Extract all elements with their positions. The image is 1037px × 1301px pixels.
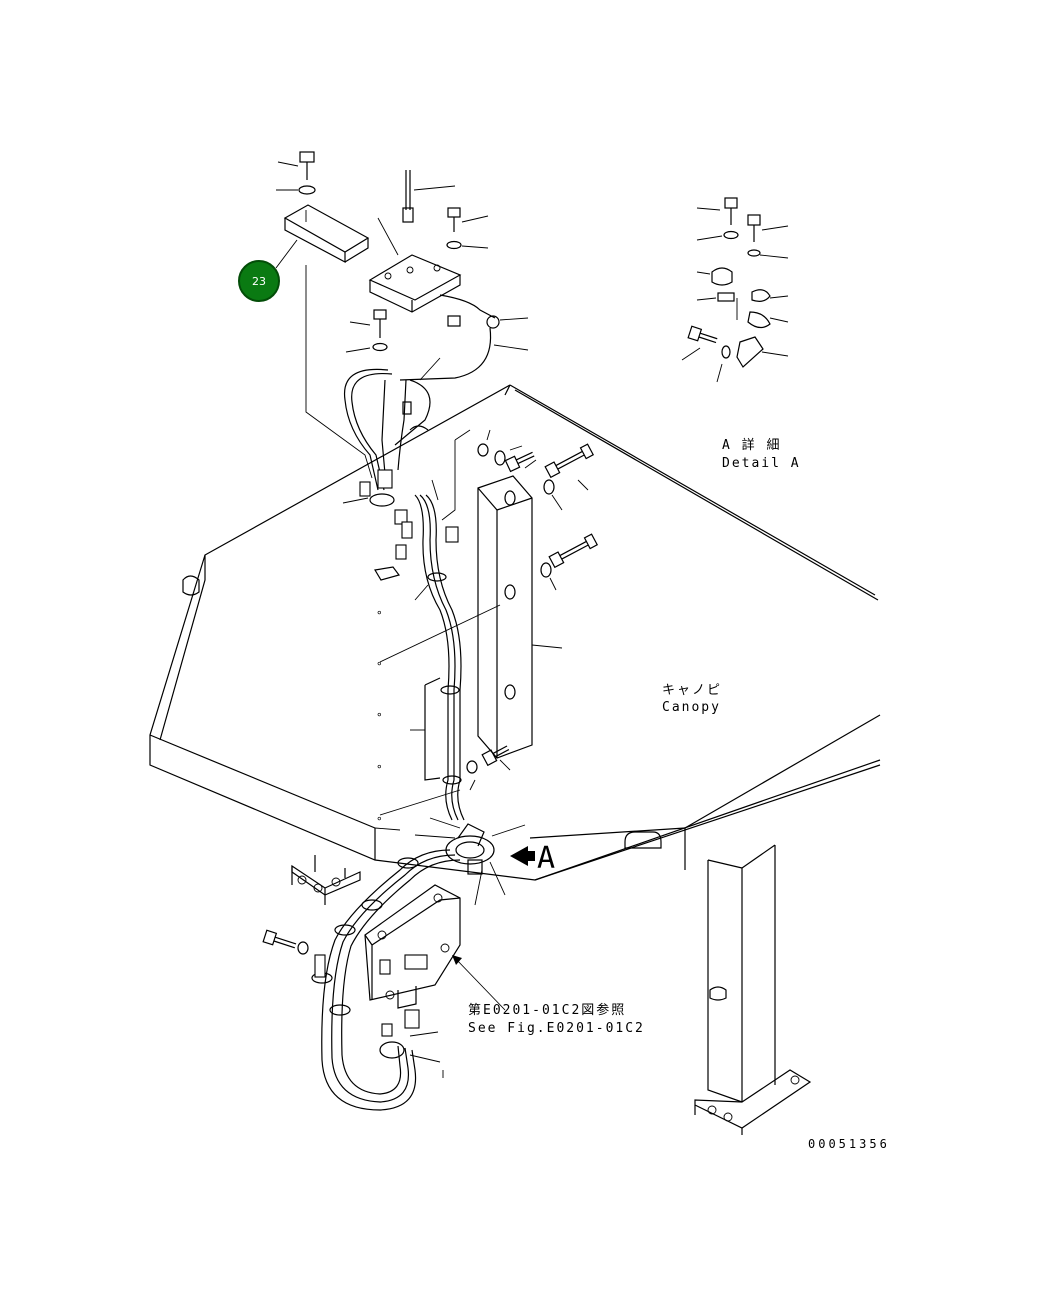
reference-label-en: See Fig.E0201-01C2 <box>468 1021 645 1036</box>
svg-text:∘: ∘ <box>376 760 383 773</box>
leader-line <box>305 265 373 479</box>
svg-text:∘: ∘ <box>376 657 383 670</box>
detail-a-label-en: Detail A <box>722 456 801 471</box>
rear-pillar-base <box>291 855 361 905</box>
reference-label-jp: 第E0201-01C2図参照 <box>468 1003 627 1018</box>
drawing-number: 00051356 <box>808 1137 890 1151</box>
detail-a-label-jp: A 詳 細 <box>722 438 782 453</box>
canopy-roof <box>149 384 881 881</box>
callout-23-leader <box>275 239 298 269</box>
callout-badge[interactable]: 23 <box>238 260 280 302</box>
wire-harness-upper <box>342 368 471 581</box>
canopy-label-jp: キャノピ <box>662 683 723 698</box>
top-cover <box>276 151 370 263</box>
canopy-label-en: Canopy <box>662 700 721 715</box>
svg-text:∘: ∘ <box>376 606 383 619</box>
callout-number: 23 <box>252 274 266 288</box>
canopy-pillar <box>694 844 812 1135</box>
cover-plate <box>466 429 599 791</box>
view-arrow-label: A <box>537 841 556 876</box>
antenna-mount <box>345 170 529 381</box>
wire-harness-vertical: ∘ ∘ ∘ ∘ ∘ <box>376 494 501 825</box>
detail-a-parts <box>681 197 789 383</box>
grommet-assembly <box>414 817 535 906</box>
controller-unit <box>364 884 506 1011</box>
wire-harness-lower <box>262 849 461 1111</box>
svg-text:∘: ∘ <box>376 708 383 721</box>
svg-text:∘: ∘ <box>376 812 383 825</box>
